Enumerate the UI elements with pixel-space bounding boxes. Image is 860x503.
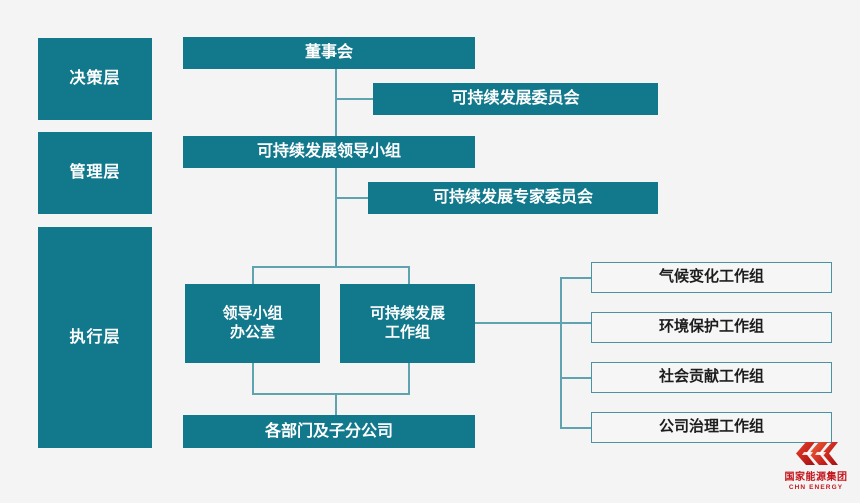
chn-energy-emblem-icon xyxy=(793,440,839,467)
connector-trunk-to-wg-2 xyxy=(560,322,592,324)
connector-split-left xyxy=(252,266,254,284)
node-working-group[interactable]: 可持续发展 工作组 xyxy=(340,284,475,363)
connector-board-to-leading-group xyxy=(335,68,337,142)
node-leading-group[interactable]: 可持续发展领导小组 xyxy=(183,136,475,168)
node-working-group-line1: 可持续发展 xyxy=(369,304,445,322)
node-sustainability-committee[interactable]: 可持续发展委员会 xyxy=(373,83,658,115)
node-leading-group-office-line1: 领导小组 xyxy=(222,304,283,322)
workgroup-climate-change[interactable]: 气候变化工作组 xyxy=(591,262,832,293)
connector-split-right xyxy=(408,266,410,284)
node-working-group-line2: 工作组 xyxy=(384,323,430,341)
node-board[interactable]: 董事会 xyxy=(183,37,475,69)
connector-merge-right xyxy=(408,363,410,394)
tier-label-execution: 执行层 xyxy=(38,227,152,448)
workgroup-social-contribution[interactable]: 社会贡献工作组 xyxy=(591,362,832,393)
connector-split-bar xyxy=(252,266,410,268)
connector-trunk-to-wg-4 xyxy=(560,427,592,429)
node-expert-committee[interactable]: 可持续发展专家委员会 xyxy=(368,182,658,214)
tier-label-management: 管理层 xyxy=(38,132,152,214)
connector-merge-left xyxy=(252,363,254,394)
connector-board-to-committee xyxy=(335,98,375,100)
node-leading-group-office-line2: 办公室 xyxy=(229,323,275,341)
connector-trunk-to-wg-1 xyxy=(560,277,592,279)
connector-workgroup-to-trunk xyxy=(475,322,562,324)
workgroup-environmental-protection[interactable]: 环境保护工作组 xyxy=(591,312,832,343)
connector-to-departments xyxy=(335,393,337,415)
node-departments[interactable]: 各部门及子分公司 xyxy=(183,415,475,448)
node-leading-group-office[interactable]: 领导小组 办公室 xyxy=(185,284,320,363)
connector-workgroup-trunk xyxy=(560,277,562,428)
logo-name-en: CHN ENERGY xyxy=(788,484,844,491)
logo-name-cn: 国家能源集团 xyxy=(784,472,848,483)
tier-label-decision: 决策层 xyxy=(38,38,152,120)
connector-trunk-to-wg-3 xyxy=(560,377,592,379)
connector-leading-group-to-expert xyxy=(335,197,370,199)
company-logo: 国家能源集团 CHN ENERGY xyxy=(780,440,852,498)
connector-merge-bar xyxy=(252,393,410,395)
connector-leading-group-down xyxy=(335,168,337,268)
workgroup-corporate-governance[interactable]: 公司治理工作组 xyxy=(591,412,832,443)
